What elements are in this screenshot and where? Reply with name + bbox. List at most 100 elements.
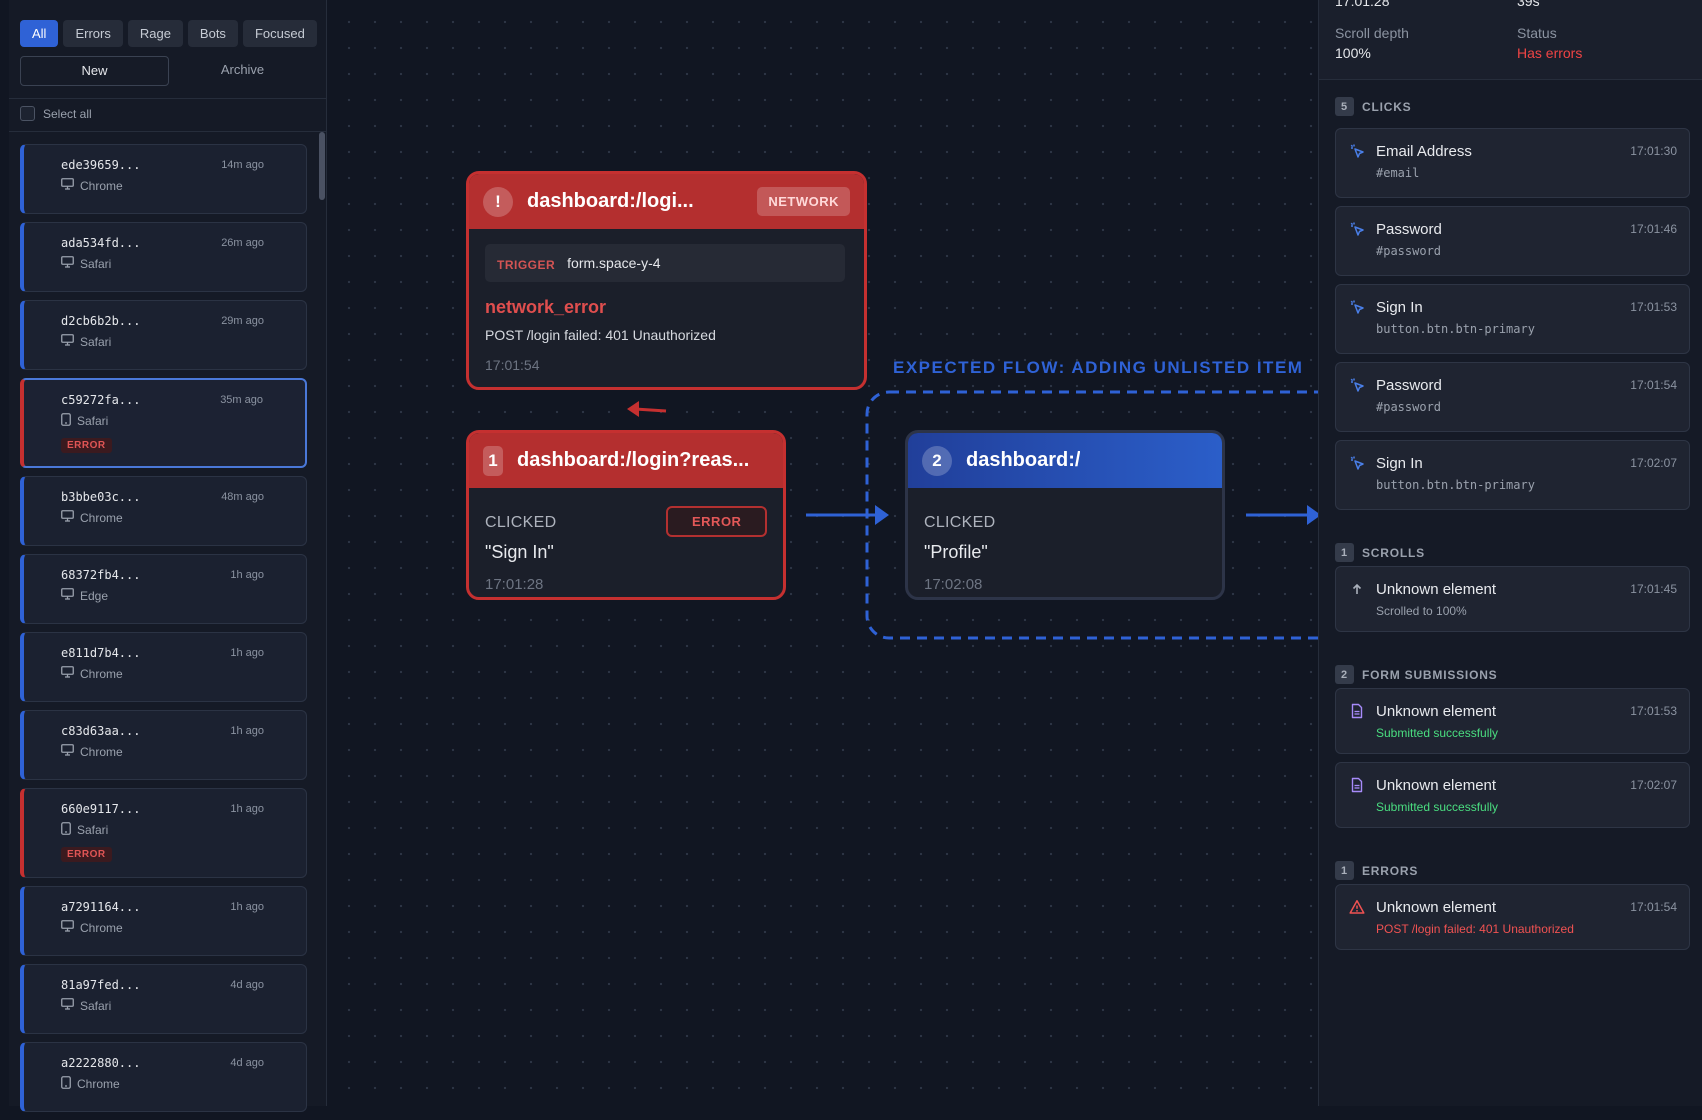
section-count: 1 [1335,543,1354,562]
event-title: Unknown element [1376,703,1497,720]
filter-bots[interactable]: Bots [187,20,238,47]
error-message: POST /login failed: 401 Unauthorized [485,327,716,343]
step-target: "Sign In" [485,542,554,562]
divider [9,98,327,99]
filter-tabs: All Errors Rage Bots Focused [20,20,317,47]
status-label: Status [1517,25,1557,41]
tab-archive[interactable]: Archive [220,62,265,77]
select-all[interactable]: Select all [20,106,92,121]
session-id: ede39659... [61,158,141,172]
session-time: 48m ago [221,491,264,503]
desktop-icon [61,510,74,525]
trigger-label: TRIGGER [497,258,556,272]
desktop-icon [61,920,74,935]
step-node-2[interactable]: 2 dashboard:/ CLICKED "Profile" 17:02:08 [905,430,1225,600]
desktop-icon [61,334,74,349]
session-browser: Safari [77,823,109,837]
node-header: 1 dashboard:/login?reas... [469,433,783,488]
mobile-icon [61,1076,71,1092]
arrow-up-icon [1349,581,1365,597]
event-detail: Scrolled to 100% [1376,604,1467,618]
cursor-click-icon [1349,221,1365,237]
step-number: 1 [483,445,503,476]
status-value: Has errors [1517,45,1583,61]
session-browser-row: Safari [61,998,111,1013]
session-id: e811d7b4... [61,646,141,660]
error-type: network_error [485,297,607,317]
event-detail: POST /login failed: 401 Unauthorized [1376,922,1574,936]
connector-arrowhead [1307,505,1318,525]
filter-errors[interactable]: Errors [63,20,123,47]
network-error-node[interactable]: ! dashboard:/logi... NETWORK TRIGGER for… [466,171,867,390]
select-all-label: Select all [43,106,92,121]
session-id: b3bbe03c... [61,490,141,504]
event-title: Unknown element [1376,899,1497,916]
tab-new[interactable]: New [20,56,169,86]
document-icon [1349,703,1365,719]
session-browser-row: Safari [61,256,111,271]
session-browser: Safari [80,256,112,271]
session-time: 1h ago [230,725,264,737]
event-detail: #password [1376,244,1442,258]
connector-arrowhead [875,505,889,525]
duration-value: 39s [1517,0,1540,9]
event-detail: #password [1376,400,1442,414]
select-all-checkbox[interactable] [20,106,35,121]
step-node-1[interactable]: 1 dashboard:/login?reas... CLICKED ERROR… [466,430,786,600]
error-badge: ERROR [61,847,112,862]
filter-all[interactable]: All [20,20,59,47]
section-count: 5 [1335,97,1354,116]
event-time: 17:01:46 [1630,222,1677,236]
event-title: Password [1376,377,1442,394]
filter-rage[interactable]: Rage [127,20,183,47]
event-time: 17:02:07 [1630,778,1677,792]
session-browser-row: Edge [61,588,108,603]
session-time: 1h ago [230,803,264,815]
step-action: CLICKED [924,514,996,531]
flow-canvas[interactable]: EXPECTED FLOW: ADDING UNLISTED ITEM ! da… [327,0,1318,1106]
session-browser: Safari [80,998,112,1013]
step-time: 17:01:28 [485,576,544,593]
error-time: 17:01:54 [485,357,540,373]
session-id: c83d63aa... [61,724,141,738]
section-label: SCROLLS [1362,545,1425,560]
session-time: 1h ago [230,647,264,659]
cursor-click-icon [1349,143,1365,159]
step-target: "Profile" [924,542,988,562]
session-browser-row: Chrome [61,510,123,525]
session-browser: Edge [80,588,109,603]
scroll-depth-value: 100% [1335,45,1371,61]
session-browser: Safari [77,414,109,428]
session-id: 660e9117... [61,802,141,816]
section-header-scrolls: 1 SCROLLS [1335,543,1425,562]
desktop-icon [61,666,74,681]
event-title: Sign In [1376,299,1423,316]
section-count: 2 [1335,665,1354,684]
session-browser: Safari [80,334,112,349]
filter-focused[interactable]: Focused [242,20,317,47]
session-list-scrollbar[interactable] [319,132,325,200]
